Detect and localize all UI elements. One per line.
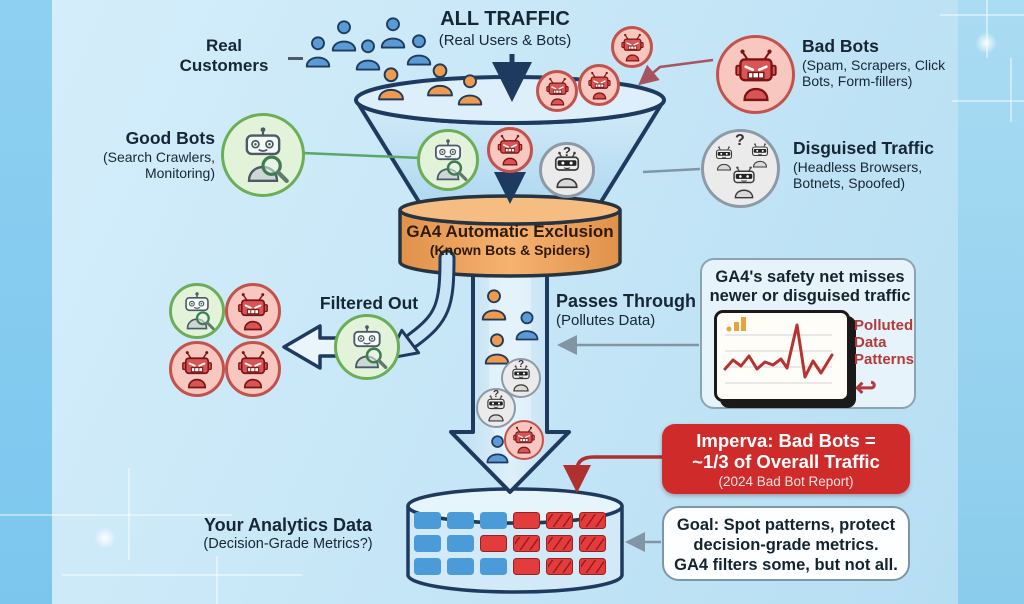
question-mark-icon: ? xyxy=(518,359,525,370)
question-mark-icon: ? xyxy=(563,144,571,159)
person-icon xyxy=(479,288,509,321)
bad-bots-arrow xyxy=(638,58,714,86)
good-bots-label: Good Bots (Search Crawlers, Monitoring) xyxy=(102,128,215,182)
analytics-data-label: Your Analytics Data (Decision-Grade Metr… xyxy=(203,515,373,553)
filtered-out-label: Filtered Out xyxy=(319,293,419,313)
circuit-line xyxy=(0,514,232,516)
polluted-data-cell xyxy=(480,535,507,552)
polluted-data-cell xyxy=(546,558,573,575)
leader-dash xyxy=(288,57,303,60)
polluted-patterns-label: Polluted Data Patterns xyxy=(854,317,915,368)
analytics-bars-icon xyxy=(726,317,746,332)
circuit-line xyxy=(216,556,218,604)
bad-bot-icon xyxy=(536,70,578,112)
person-icon xyxy=(455,73,485,106)
circuit-line xyxy=(986,0,988,58)
circuit-line xyxy=(1010,58,1012,122)
disguised-traffic-icon xyxy=(701,129,780,208)
good-bots-connector xyxy=(302,151,422,160)
clean-data-cell xyxy=(447,512,474,529)
polluted-data-cell xyxy=(546,535,573,552)
bad-bot-icon xyxy=(504,420,544,460)
question-mark-icon: ? xyxy=(735,132,745,149)
background-left-strip xyxy=(0,0,52,604)
return-arrow-icon: ↩ xyxy=(855,372,877,402)
circuit-line xyxy=(952,100,1024,102)
all-traffic-label: ALL TRAFFIC (Real Users & Bots) xyxy=(395,8,615,49)
ga4-exclusion-label: GA4 Automatic Exclusion (Known Bots & Sp… xyxy=(406,222,614,259)
polluted-data-cell xyxy=(546,512,573,529)
clean-data-cell xyxy=(414,558,441,575)
bad-bot-icon xyxy=(225,341,281,397)
bad-bot-icon xyxy=(225,283,281,339)
question-mark-icon: ? xyxy=(493,389,500,400)
all-traffic-title: ALL TRAFFIC xyxy=(440,8,570,30)
bad-bot-icon xyxy=(578,64,620,106)
polluted-data-cell xyxy=(579,512,606,529)
circuit-node xyxy=(975,32,997,54)
clean-data-cell xyxy=(414,512,441,529)
person-icon xyxy=(513,310,541,341)
polluted-data-cell xyxy=(513,512,540,529)
polluted-data-cell xyxy=(513,558,540,575)
polluted-data-cell xyxy=(513,535,540,552)
person-icon xyxy=(482,332,512,365)
real-customers-label: Real Customers xyxy=(179,36,269,76)
background-right-strip xyxy=(958,0,1024,604)
disguised-traffic-label: Disguised Traffic (Headless Browsers, Bo… xyxy=(793,138,935,192)
disguised-connector xyxy=(642,167,701,174)
person-icon xyxy=(375,66,407,101)
person-icon xyxy=(424,62,456,97)
polluted-data-cell xyxy=(579,535,606,552)
imperva-callout: Imperva: Bad Bots = ~1/3 of Overall Traf… xyxy=(662,424,910,494)
clean-data-cell xyxy=(447,535,474,552)
good-bot-icon xyxy=(417,129,479,191)
good-bots-icon xyxy=(221,113,305,197)
bad-bots-icon xyxy=(716,35,795,114)
data-grid xyxy=(414,512,606,575)
goal-callout: Goal: Spot patterns, protect decision-gr… xyxy=(662,506,910,581)
polluted-chart-card xyxy=(714,310,850,402)
good-bot-icon xyxy=(169,283,225,339)
bad-bot-icon xyxy=(169,341,225,397)
masked-bot-icon xyxy=(539,142,595,198)
safety-net-text: GA4's safety net misses newer or disguis… xyxy=(709,268,911,305)
bad-bot-icon xyxy=(611,26,653,68)
imperva-connector-arrow xyxy=(563,455,662,493)
clean-data-cell xyxy=(480,512,507,529)
polluted-data-cell xyxy=(579,558,606,575)
passes-through-label: Passes Through (Pollutes Data) xyxy=(556,291,697,330)
all-traffic-subtitle: (Real Users & Bots) xyxy=(438,31,572,49)
bad-bots-label: Bad Bots (Spam, Scrapers, Click Bots, Fo… xyxy=(802,36,946,90)
masked-bot-icon xyxy=(476,388,516,428)
circuit-line xyxy=(128,468,130,560)
clean-data-cell xyxy=(480,558,507,575)
bad-bot-icon xyxy=(487,127,533,173)
spike-chart-icon xyxy=(723,317,834,384)
person-icon xyxy=(484,434,511,464)
good-bot-icon xyxy=(334,314,400,380)
circuit-node xyxy=(94,527,116,549)
safety-net-panel: GA4's safety net misses newer or disguis… xyxy=(700,258,916,409)
clean-data-cell xyxy=(414,535,441,552)
circuit-line xyxy=(940,14,1024,16)
circuit-line xyxy=(62,574,302,576)
clean-data-cell xyxy=(447,558,474,575)
